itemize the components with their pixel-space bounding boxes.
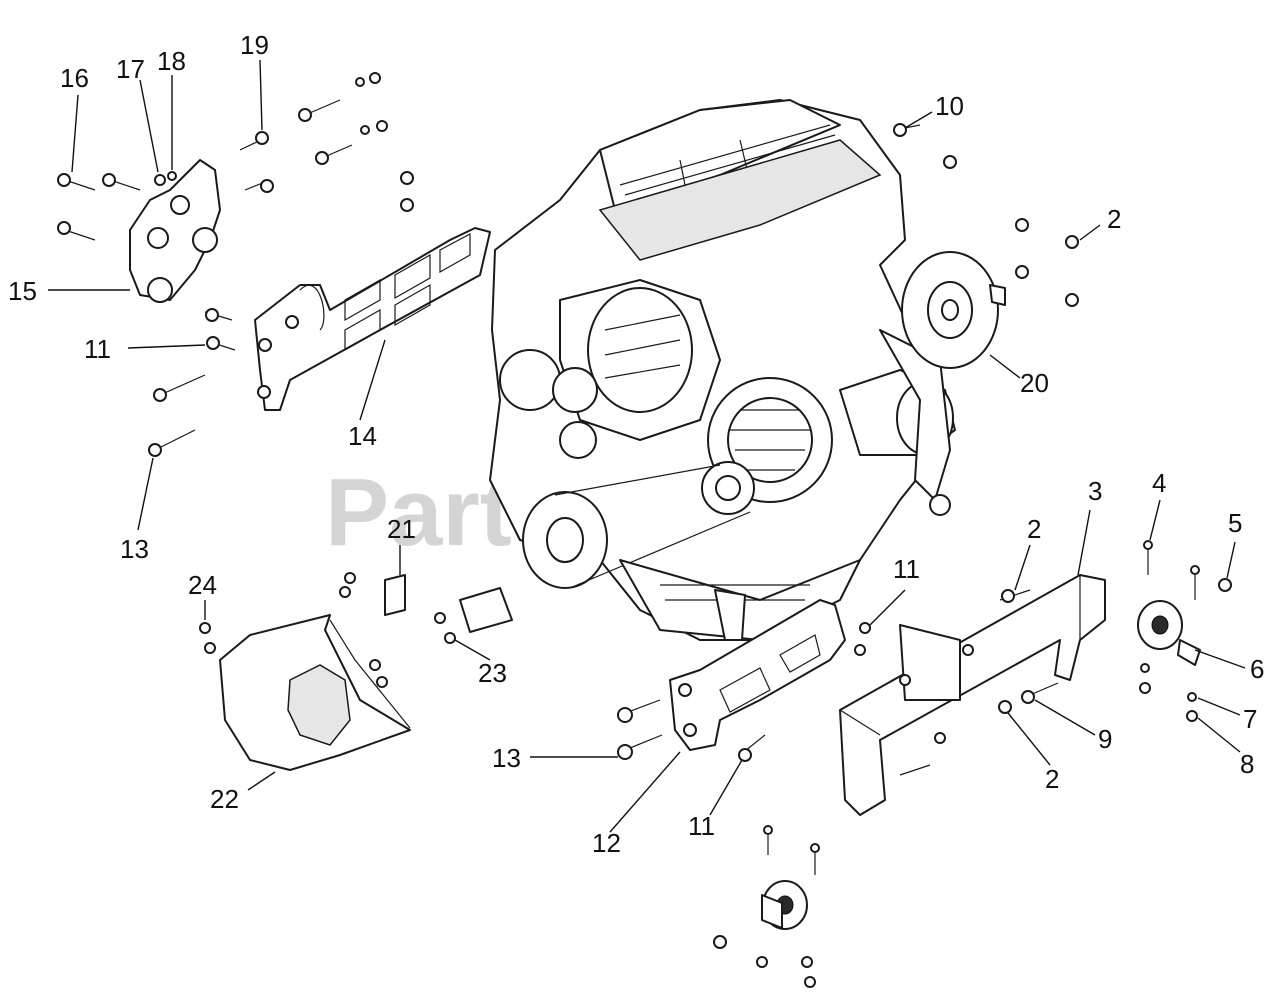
- callout-24: 24: [188, 570, 217, 600]
- callout-19: 19: [240, 30, 269, 60]
- engine-assembly: [489, 99, 956, 641]
- callout-18: 18: [157, 46, 186, 76]
- callout-5: 5: [1228, 508, 1242, 538]
- callout-11-bottom: 11: [688, 811, 715, 841]
- callout-6: 6: [1250, 654, 1264, 684]
- plate-21: [384, 574, 406, 616]
- left-support-plate: [254, 227, 491, 411]
- plate-23: [459, 587, 513, 633]
- callout-2-mid: 2: [1027, 514, 1041, 544]
- callout-8: 8: [1240, 749, 1254, 779]
- callout-16: 16: [60, 63, 89, 93]
- left-engine-bracket: [129, 159, 221, 303]
- callout-14: 14: [348, 421, 377, 451]
- callout-2-top: 2: [1107, 204, 1121, 234]
- heat-shield: [219, 614, 411, 771]
- flywheel-adapter: [901, 251, 1006, 369]
- callout-11-center: 11: [893, 554, 920, 584]
- callout-23: 23: [478, 658, 507, 688]
- callout-11-left: 11: [84, 334, 111, 364]
- callout-22: 22: [210, 784, 239, 814]
- callout-7: 7: [1243, 704, 1257, 734]
- cross-member: [839, 574, 1106, 816]
- callout-10: 10: [935, 91, 964, 121]
- rubber-isolator-right: [1137, 600, 1201, 666]
- callout-15: 15: [8, 276, 37, 306]
- callout-13-right: 13: [492, 743, 521, 773]
- callout-17: 17: [116, 54, 145, 84]
- callout-12: 12: [592, 828, 621, 858]
- callout-21: 21: [387, 514, 416, 544]
- callouts: 16 17 18 19 15 11 14 13 10 2 20 21 24 23…: [8, 30, 1264, 858]
- callout-2-bottom: 2: [1045, 764, 1059, 794]
- rubber-isolator-lower: [761, 880, 808, 930]
- callout-4: 4: [1152, 468, 1166, 498]
- leader-lines: [48, 59, 1246, 833]
- callout-9: 9: [1098, 724, 1112, 754]
- fasteners: [57, 72, 1232, 988]
- callout-13-left: 13: [120, 534, 149, 564]
- callout-20: 20: [1020, 368, 1049, 398]
- right-engine-bracket: [669, 599, 846, 751]
- callout-3: 3: [1088, 476, 1102, 506]
